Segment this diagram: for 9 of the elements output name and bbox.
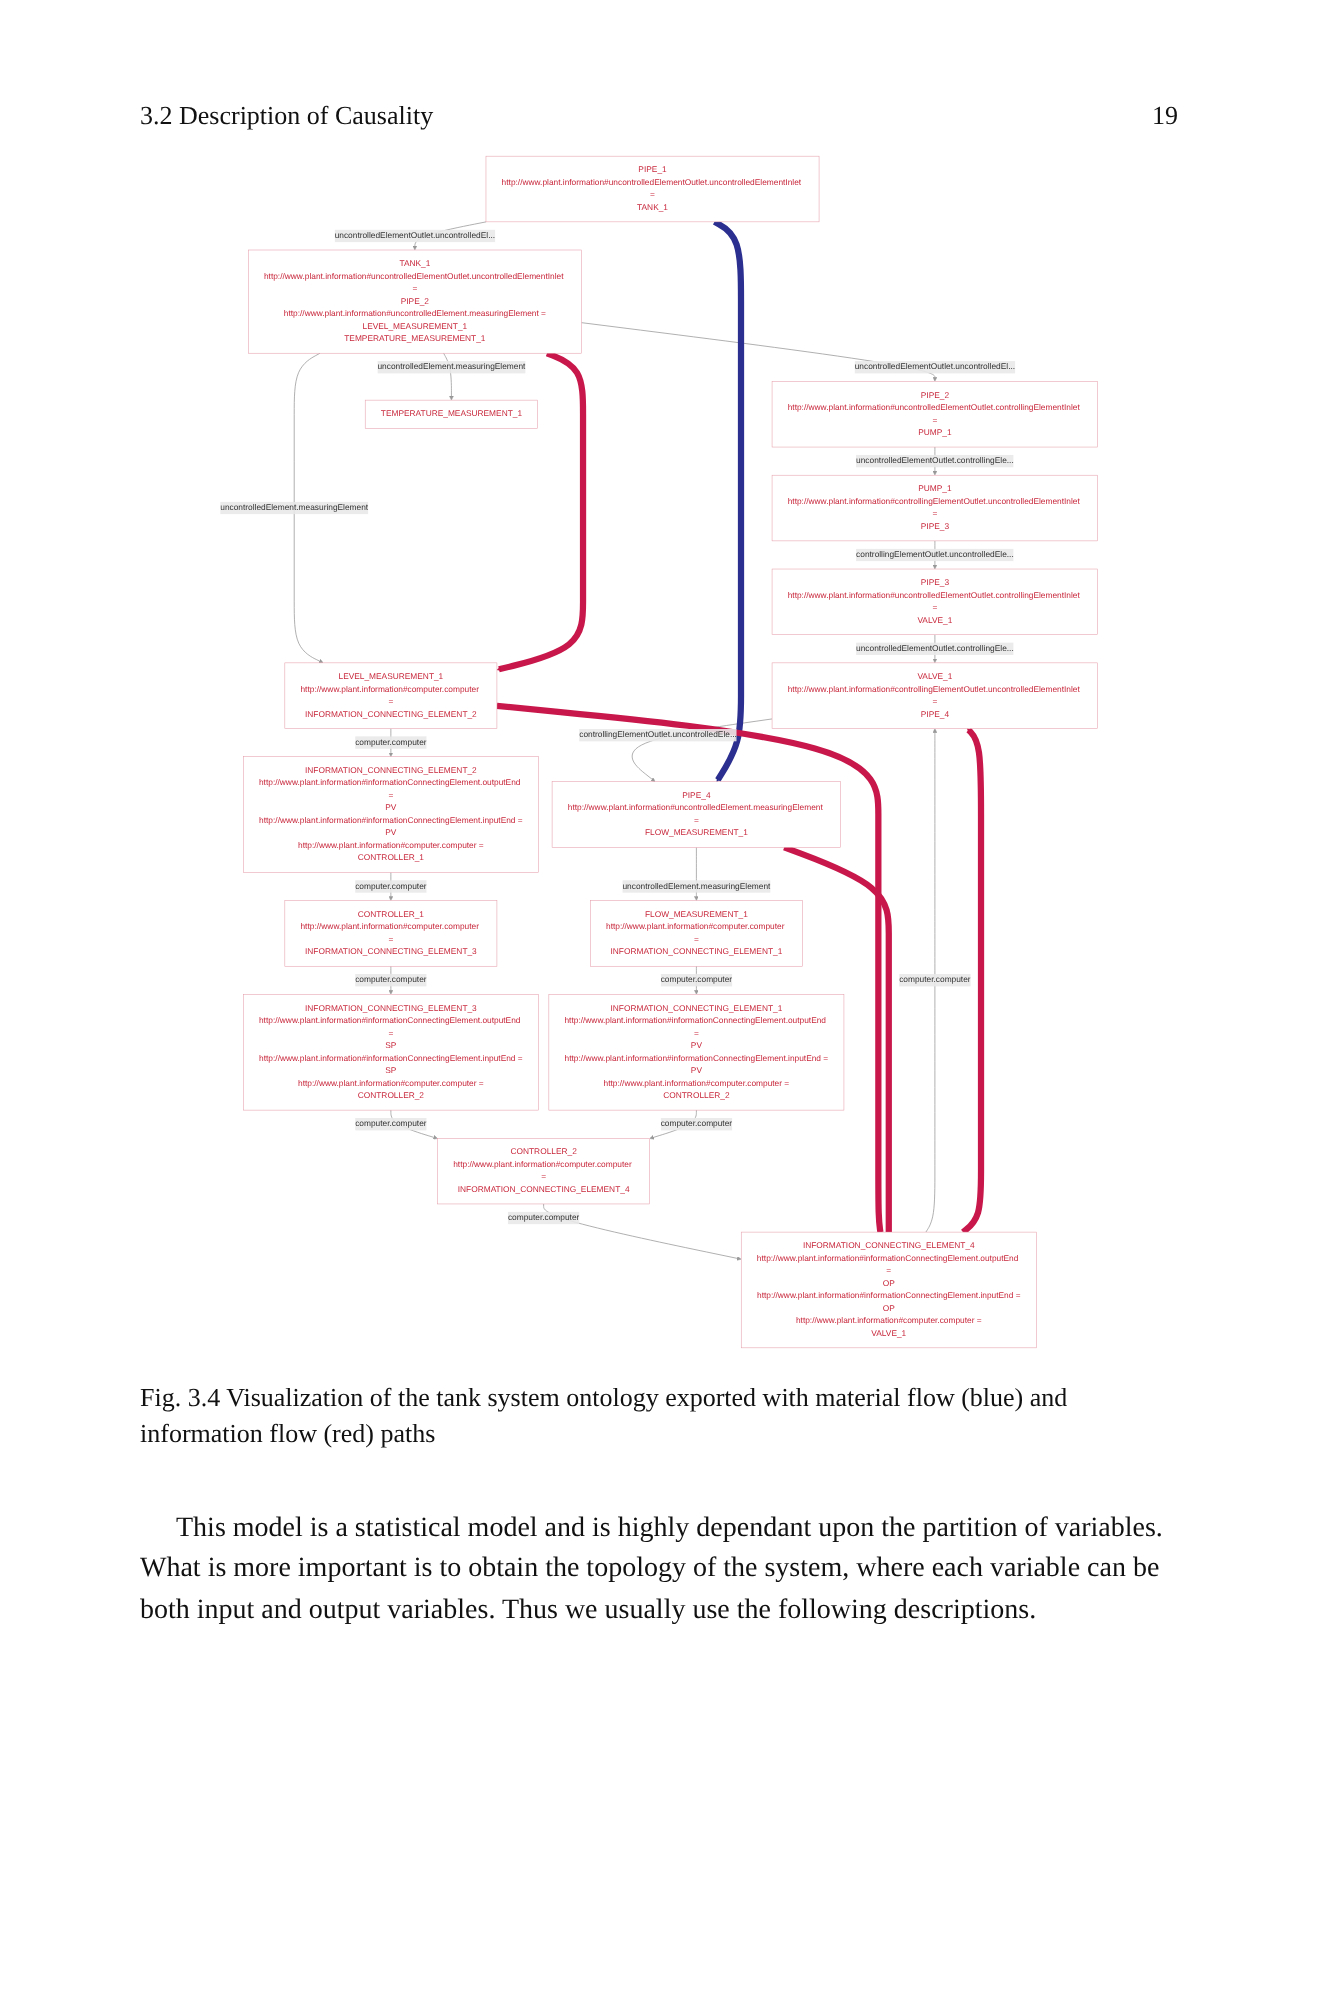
connector <box>783 844 892 1233</box>
connector <box>496 702 884 1233</box>
arrow <box>713 219 745 782</box>
running-head: 3.2 Description of Causality <box>140 100 434 132</box>
figure-caption: Fig. 3.4 Visualization of the tank system ontology exported with material flow (blue) and information flow (red) paths <box>140 1380 1070 1451</box>
arrow <box>496 350 587 673</box>
body-paragraph: This model is a statistical model and is highly dependant upon the partition of variables. What is more important is to obtain the topology of the system, where each variable can be both input and output variables. Thus we usually use the following descriptions. <box>140 1512 1165 1630</box>
arrow <box>961 727 985 1235</box>
page-number: 19 <box>1152 100 1178 132</box>
